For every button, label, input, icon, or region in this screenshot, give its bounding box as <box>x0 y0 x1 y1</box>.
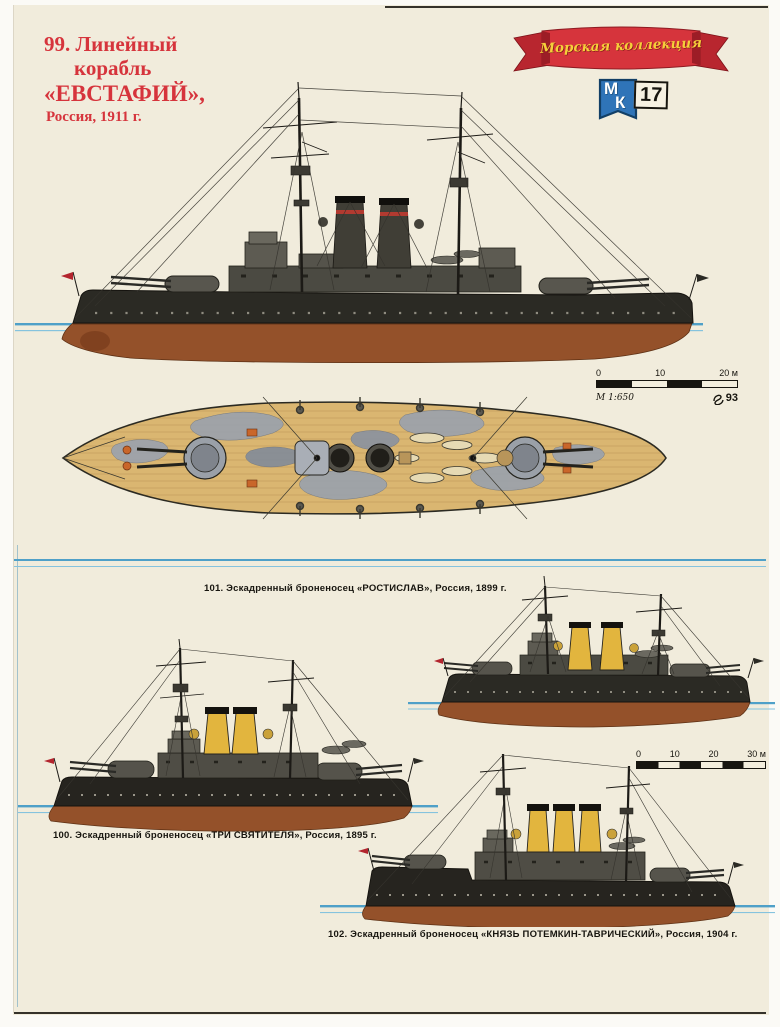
plan-details <box>122 397 572 519</box>
mk-logo: М К <box>597 78 639 122</box>
title-line-4: Россия, 1911 г. <box>46 108 142 125</box>
scale-tick-10: 10 <box>655 368 666 378</box>
gun-turrets <box>371 854 725 883</box>
hull <box>365 866 736 907</box>
funnels <box>553 622 639 671</box>
flagstaffs <box>434 657 764 679</box>
gun-turrets <box>110 275 650 295</box>
page-number-text: 93 <box>725 392 738 404</box>
series-banner: Морская коллекция <box>512 22 730 76</box>
gun-turrets <box>443 661 741 678</box>
plan-boats <box>394 432 502 484</box>
page-number: 93 <box>712 391 738 405</box>
scale-tick-0: 0 <box>596 368 602 378</box>
scale-tick-30: 30 м <box>747 749 766 759</box>
gun-turrets <box>69 760 403 781</box>
spine-cut-mark <box>17 545 18 1007</box>
superstructure <box>519 632 674 676</box>
logo-letter-m: М <box>604 79 619 98</box>
potemkin-drawing <box>320 753 775 927</box>
scale-bar-strip <box>596 380 738 388</box>
underwater-hull <box>437 701 751 728</box>
rigging <box>74 87 692 319</box>
masts <box>155 638 315 780</box>
page-edge-bottom-line <box>14 1012 766 1014</box>
underwater-hull <box>362 905 736 927</box>
scale-bar-lower: 0 10 20 30 м <box>636 750 766 769</box>
scale-tick-0: 0 <box>636 749 642 759</box>
tri-svyatitelya-drawing <box>18 638 438 832</box>
artist-monogram-icon <box>713 394 724 405</box>
figure-caption-101: 101. Эскадренный броненосец «РОСТИСЛАВ»,… <box>204 583 507 594</box>
plan-rigging <box>62 396 528 520</box>
section-divider-line <box>14 559 766 562</box>
funnels <box>188 707 274 755</box>
rigging <box>55 648 409 801</box>
scale-tick-20: 20 <box>708 749 719 759</box>
title-line-1: 99. Линейный <box>44 32 178 56</box>
scale-tick-20: 20 м <box>719 368 738 378</box>
title-line-2: корабль <box>74 55 152 80</box>
scale-tick-10: 10 <box>669 749 680 759</box>
evstafiy-side-view-drawing <box>15 81 709 364</box>
page-fold-crease <box>13 5 14 1013</box>
hull <box>441 673 751 703</box>
superstructure <box>474 829 646 881</box>
section-divider-line-thin <box>14 566 766 568</box>
rigging <box>367 754 733 901</box>
underwater-hull <box>61 322 693 364</box>
page-edge-top-line <box>385 6 768 8</box>
scale-bar-main: 0 10 20 м М 1:650 93 <box>596 369 738 405</box>
hull <box>53 776 413 807</box>
flagstaffs <box>358 847 744 885</box>
flagstaffs <box>44 757 424 783</box>
scale-bar-strip <box>636 761 766 769</box>
scale-main-ticks: 0 10 20 м <box>596 369 738 378</box>
funnels <box>510 804 618 853</box>
superstructure <box>228 217 522 293</box>
underwater-hull <box>48 805 413 832</box>
scale-lower-ticks: 0 10 20 30 м <box>636 750 766 759</box>
page-title: 99. Линейный корабль «ЕВСТАФИЙ», Россия,… <box>44 32 205 126</box>
funnels <box>332 196 412 269</box>
plan-turrets <box>136 436 594 480</box>
hull <box>72 289 694 324</box>
mk-flag-icon <box>598 78 638 120</box>
flagstaffs <box>61 271 709 301</box>
masts <box>262 81 494 295</box>
ribbon-banner-icon <box>513 26 729 72</box>
title-line-3: «ЕВСТАФИЙ», <box>44 81 205 107</box>
scale-ratio: М 1:650 <box>596 393 635 403</box>
logo-letter-k: К <box>615 93 626 112</box>
figure-caption-102: 102. Эскадренный броненосец «КНЯЗЬ ПОТЕМ… <box>328 929 738 940</box>
evstafiy-plan-view-drawing <box>61 396 667 520</box>
rigging <box>443 586 749 698</box>
rostislav-drawing <box>408 575 775 728</box>
plan-funnels <box>294 440 395 476</box>
figure-caption-100: 100. Эскадренный броненосец «ТРИ СВЯТИТЕ… <box>53 830 377 841</box>
